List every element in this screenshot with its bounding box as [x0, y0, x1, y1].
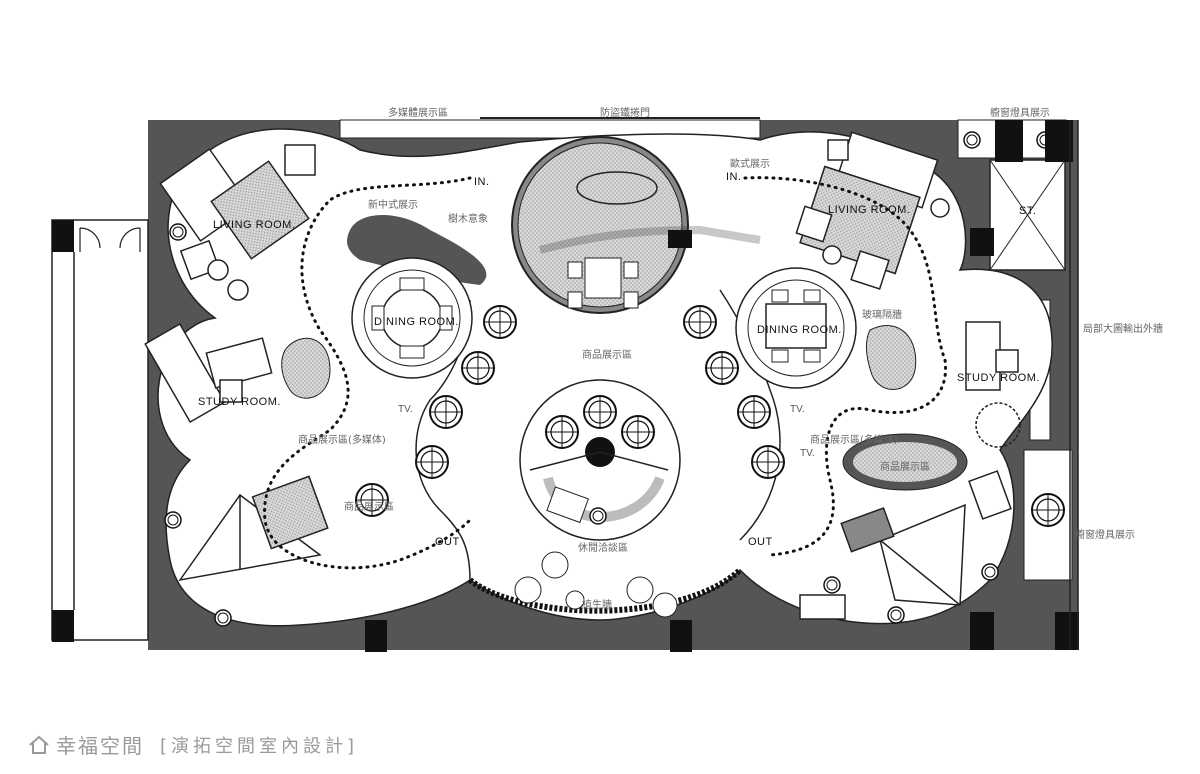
lower-right-room-furniture: [799, 470, 1012, 620]
zone-leisure: 休閒洽談區: [578, 541, 628, 554]
in-right-label: IN.: [726, 171, 742, 183]
study-room-right-furniture: [965, 321, 1021, 448]
study-room-left-furniture: [144, 323, 273, 423]
walk-path-right: [743, 176, 948, 557]
living-room-right-furniture: [795, 131, 950, 290]
living-room-left-furniture: [159, 144, 316, 301]
tv-right2-label: TV.: [800, 448, 815, 459]
right-mid-pool: [866, 325, 917, 390]
st-label: ST.: [1019, 205, 1036, 217]
zone-product-lower: 商品展示區: [344, 500, 394, 513]
zone-product-left: 商品展示區(多媒体): [298, 433, 386, 446]
zone-window-lamp-top: 櫥窗燈具展示: [990, 106, 1050, 119]
watermark: 幸福空間 [演拓空間室內設計]: [28, 730, 358, 759]
watermark-brand: 幸福空間: [56, 734, 144, 758]
dining-room-right-label: DINING ROOM.: [757, 324, 842, 336]
zone-glass-wall: 局部大圖輸出外牆: [1083, 322, 1163, 335]
study-room-left-label: STUDY ROOM.: [198, 396, 281, 408]
in-left-label: IN.: [474, 176, 490, 188]
watermark-designer: [演拓空間室內設計]: [160, 735, 359, 757]
dining-room-left-label: DINING ROOM.: [374, 316, 459, 328]
zone-wood-image: 樹木意象: [448, 212, 488, 225]
out-right-label: OUT: [748, 536, 773, 548]
entry-door: [79, 227, 141, 252]
walk-path-left: [263, 176, 472, 570]
lower-left-room-furniture: [178, 475, 329, 582]
plant-wall: [468, 567, 743, 614]
left-annex-wall: [51, 219, 149, 641]
left-annex-col-top: [52, 220, 74, 252]
zone-new-chinese: 新中式展示: [368, 198, 418, 211]
zone-security-gate: 防盜鐵捲門: [600, 106, 650, 119]
center-sofa: [576, 171, 658, 205]
zone-plant: 植生牆: [582, 598, 612, 611]
tv-right-label: TV.: [790, 404, 805, 415]
zone-product-right: 商品展示區(多媒体): [810, 433, 898, 446]
dining-room-left: [351, 257, 473, 379]
left-planter: [347, 215, 487, 285]
zone-window-lamp-right: 櫥窗燈具展示: [1075, 528, 1135, 541]
center-table: [584, 257, 622, 299]
study-room-right-label: STUDY ROOM.: [957, 372, 1040, 384]
zone-product-oval: 商品展示區: [880, 460, 930, 473]
living-room-right-label: LIVING ROOM.: [828, 204, 910, 216]
zone-product-center: 商品展示區: [582, 348, 632, 361]
out-left-label: OUT: [435, 536, 460, 548]
left-annex-col-bottom: [52, 610, 74, 642]
display-pedestal: [668, 230, 692, 248]
zone-glass-screen: 玻璃隔牆: [862, 308, 902, 321]
house-icon: [29, 735, 49, 754]
left-mid-pool: [281, 337, 331, 399]
tv-left-label: TV.: [398, 404, 413, 415]
zone-multimedia: 多媒體展示區: [388, 106, 448, 119]
zone-modern-display: 歐式展示: [730, 157, 770, 170]
structural-columns: [365, 120, 1079, 652]
living-room-left-label: LIVING ROOM.: [213, 219, 295, 231]
